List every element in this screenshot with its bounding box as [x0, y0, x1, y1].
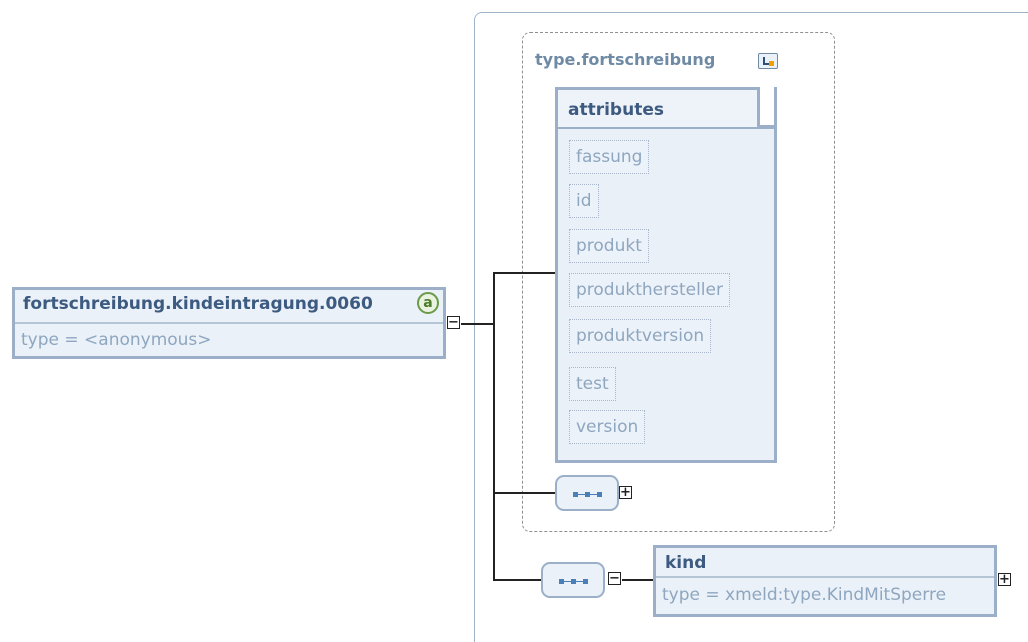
attribute-produkthersteller[interactable]: produkthersteller [569, 273, 730, 307]
kind-element-box[interactable] [653, 545, 997, 617]
root-element-separator [15, 322, 443, 324]
kind-element-type: type = xmeld:type.KindMitSperre [662, 585, 947, 605]
root-element-type: type = <anonymous> [21, 330, 212, 350]
attributes-header [555, 87, 777, 129]
attribute-produkt[interactable]: produkt [569, 229, 649, 263]
collapse-toggle-sequence[interactable]: − [608, 571, 621, 586]
kind-element-separator [656, 576, 994, 578]
attribute-badge-icon: a [417, 292, 439, 314]
sequence-icon [559, 579, 589, 584]
sequence-compositor[interactable] [555, 475, 619, 511]
connector-to-kind-sequence [493, 579, 542, 581]
attributes-heading: attributes [568, 100, 664, 120]
kind-element-name: kind [665, 553, 707, 573]
root-element-name: fortschreibung.kindeintragung.0060 [23, 294, 373, 314]
attribute-produktversion[interactable]: produktversion [569, 319, 712, 353]
expand-toggle-sequence[interactable]: + [619, 485, 632, 500]
connector-trunk [493, 272, 495, 581]
connector-to-kind [622, 579, 654, 581]
sequence-compositor-kind[interactable] [541, 562, 605, 598]
type-group-box [522, 32, 835, 532]
connector-to-sequence [493, 492, 555, 494]
attribute-id[interactable]: id [569, 184, 599, 218]
type-reference-icon[interactable] [758, 53, 778, 69]
attribute-test[interactable]: test [569, 367, 616, 401]
attribute-version[interactable]: version [569, 410, 646, 444]
attributes-header-notch [757, 87, 777, 127]
connector-line [461, 323, 494, 325]
collapse-toggle-root[interactable]: − [447, 315, 460, 330]
expand-toggle-kind[interactable]: + [998, 572, 1011, 587]
complex-type-title[interactable]: type.fortschreibung [535, 50, 716, 69]
connector-to-attributes [493, 272, 555, 274]
attribute-fassung[interactable]: fassung [569, 140, 650, 174]
sequence-icon [573, 492, 603, 497]
complex-type-container [474, 12, 1028, 642]
